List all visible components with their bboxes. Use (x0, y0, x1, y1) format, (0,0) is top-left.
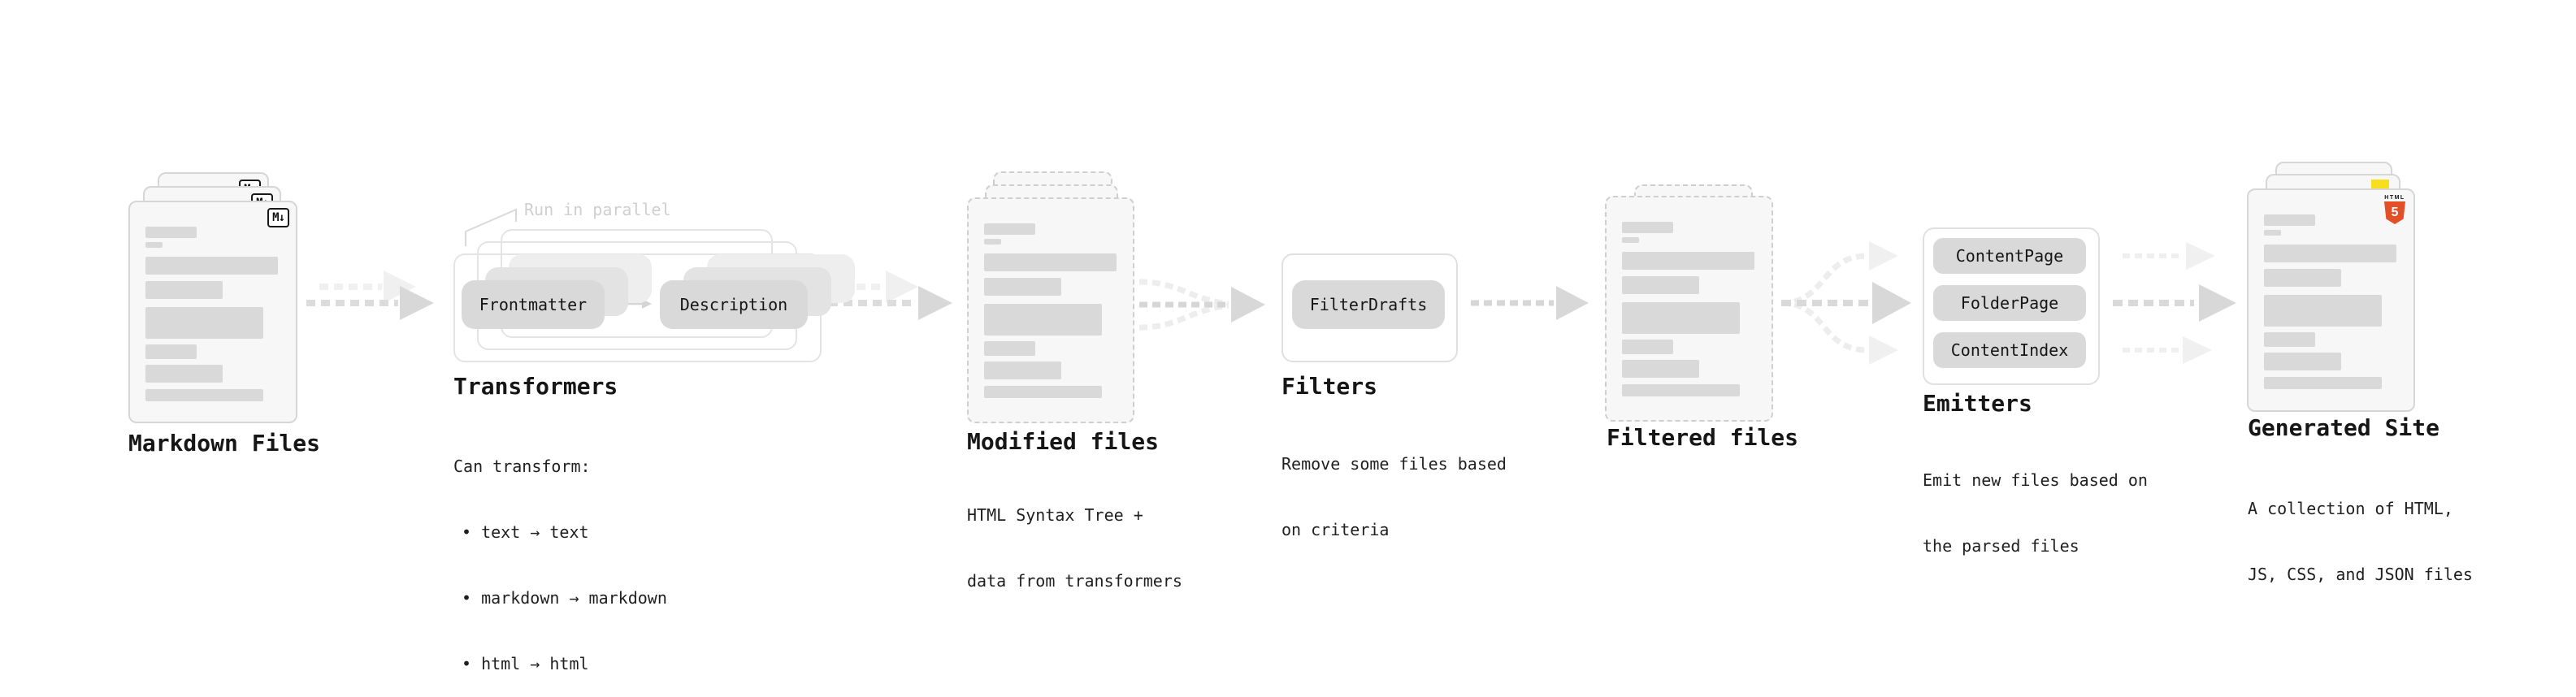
generated-site-description: A collection of HTML, JS, CSS, and JSON … (2248, 454, 2473, 608)
filter-pill-filterdrafts: FilterDrafts (1292, 280, 1445, 329)
placeholder-bar (984, 386, 1102, 398)
doc-content-placeholder (1622, 222, 1754, 396)
document-card-front (1605, 196, 1773, 422)
transformer-pill-frontmatter: Frontmatter (462, 280, 605, 329)
html5-icon: HTML 5 (2384, 195, 2405, 224)
placeholder-bar (2264, 230, 2281, 236)
placeholder-bar (1622, 360, 1699, 378)
placeholder-bar (145, 281, 223, 299)
transformers-desc-heading: Can transform: (453, 457, 591, 476)
emitters-description: Emit new files based on the parsed files (1923, 426, 2148, 579)
modified-files-description: HTML Syntax Tree + data from transformer… (967, 461, 1182, 614)
placeholder-bar (984, 223, 1035, 235)
stage-title-generated-site: Generated Site (2248, 414, 2440, 441)
placeholder-bar (984, 341, 1035, 356)
placeholder-bar (145, 344, 197, 359)
placeholder-bar (1622, 237, 1639, 243)
desc-line: Emit new files based on (1923, 470, 2148, 490)
placeholder-bar (145, 389, 263, 401)
flow-arrows-layer (306, 208, 2236, 365)
placeholder-bar (2264, 295, 2382, 327)
placeholder-bar (145, 242, 163, 248)
desc-line: A collection of HTML, (2248, 499, 2453, 518)
desc-line: data from transformers (967, 571, 1182, 591)
document-card-front: M↓ (128, 201, 297, 423)
placeholder-bar (1622, 340, 1673, 354)
placeholder-bar (2264, 377, 2382, 389)
transformers-bullet: • text → text (462, 522, 589, 542)
filters-description: Remove some files based on criteria (1281, 409, 1507, 563)
arrow-filters-to-filtered (1471, 286, 1589, 320)
stage-title-transformers: Transformers (453, 373, 618, 400)
pipeline-diagram: { "colors": { "html5-orange": "#e34f26",… (128, 162, 2473, 673)
arrow-emitters-to-generated (2113, 242, 2236, 364)
placeholder-bar (1622, 276, 1699, 294)
document-card-html: HTML 5 (2247, 188, 2415, 412)
placeholder-bar (145, 227, 197, 238)
placeholder-bar (145, 365, 223, 383)
placeholder-bar (2264, 245, 2396, 262)
js-icon (2371, 180, 2389, 191)
placeholder-bar (1622, 302, 1740, 334)
stage-title-emitters: Emitters (1923, 390, 2032, 417)
doc-content-placeholder (145, 227, 278, 401)
markdown-icon: M↓ (267, 208, 289, 227)
placeholder-bar (2264, 269, 2341, 287)
desc-line: HTML Syntax Tree + (967, 505, 1143, 525)
stage-title-modified-files: Modified files (967, 428, 1160, 455)
placeholder-bar (984, 304, 1102, 336)
doc-content-placeholder (984, 223, 1117, 398)
desc-line: JS, CSS, and JSON files (2248, 565, 2473, 584)
arrow-transformers-to-modified (829, 271, 952, 320)
arrow-filtered-to-emitters (1780, 241, 1911, 365)
placeholder-bar (984, 239, 1001, 245)
placeholder-bar (984, 361, 1061, 379)
transformers-bullet: • html → html (462, 654, 589, 673)
placeholder-bar (984, 253, 1117, 271)
transformers-description: Can transform: • text → text • markdown … (453, 412, 667, 697)
document-card-front (967, 197, 1134, 423)
run-in-parallel-leader-line (465, 208, 517, 246)
placeholder-bar (984, 278, 1061, 296)
placeholder-bar (2264, 214, 2315, 226)
placeholder-bar (2264, 353, 2341, 370)
run-in-parallel-note: Run in parallel (524, 200, 671, 219)
transformer-pill-description: Description (660, 280, 808, 329)
placeholder-bar (1622, 252, 1754, 270)
arrow-modified-to-filters (1138, 279, 1265, 331)
desc-line: Remove some files based (1281, 454, 1507, 474)
emitter-pill-contentpage: ContentPage (1933, 238, 2086, 274)
placeholder-bar (145, 257, 278, 275)
emitter-pill-contentindex: ContentIndex (1933, 332, 2086, 368)
arrow-markdown-to-transformers (306, 271, 434, 320)
stage-title-filtered-files: Filtered files (1607, 424, 1799, 451)
html5-icon-label: HTML (2384, 195, 2405, 201)
doc-content-placeholder (2264, 214, 2396, 389)
placeholder-bar (2264, 332, 2315, 347)
placeholder-bar (145, 307, 263, 339)
desc-line: the parsed files (1923, 536, 2079, 556)
emitter-pill-folderpage: FolderPage (1933, 285, 2086, 321)
transformers-bullet: • markdown → markdown (462, 588, 667, 608)
placeholder-bar (1622, 384, 1740, 396)
stage-title-filters: Filters (1281, 373, 1378, 400)
placeholder-bar (1622, 222, 1673, 233)
stage-title-markdown-files: Markdown Files (128, 430, 321, 457)
desc-line: on criteria (1281, 520, 1390, 539)
